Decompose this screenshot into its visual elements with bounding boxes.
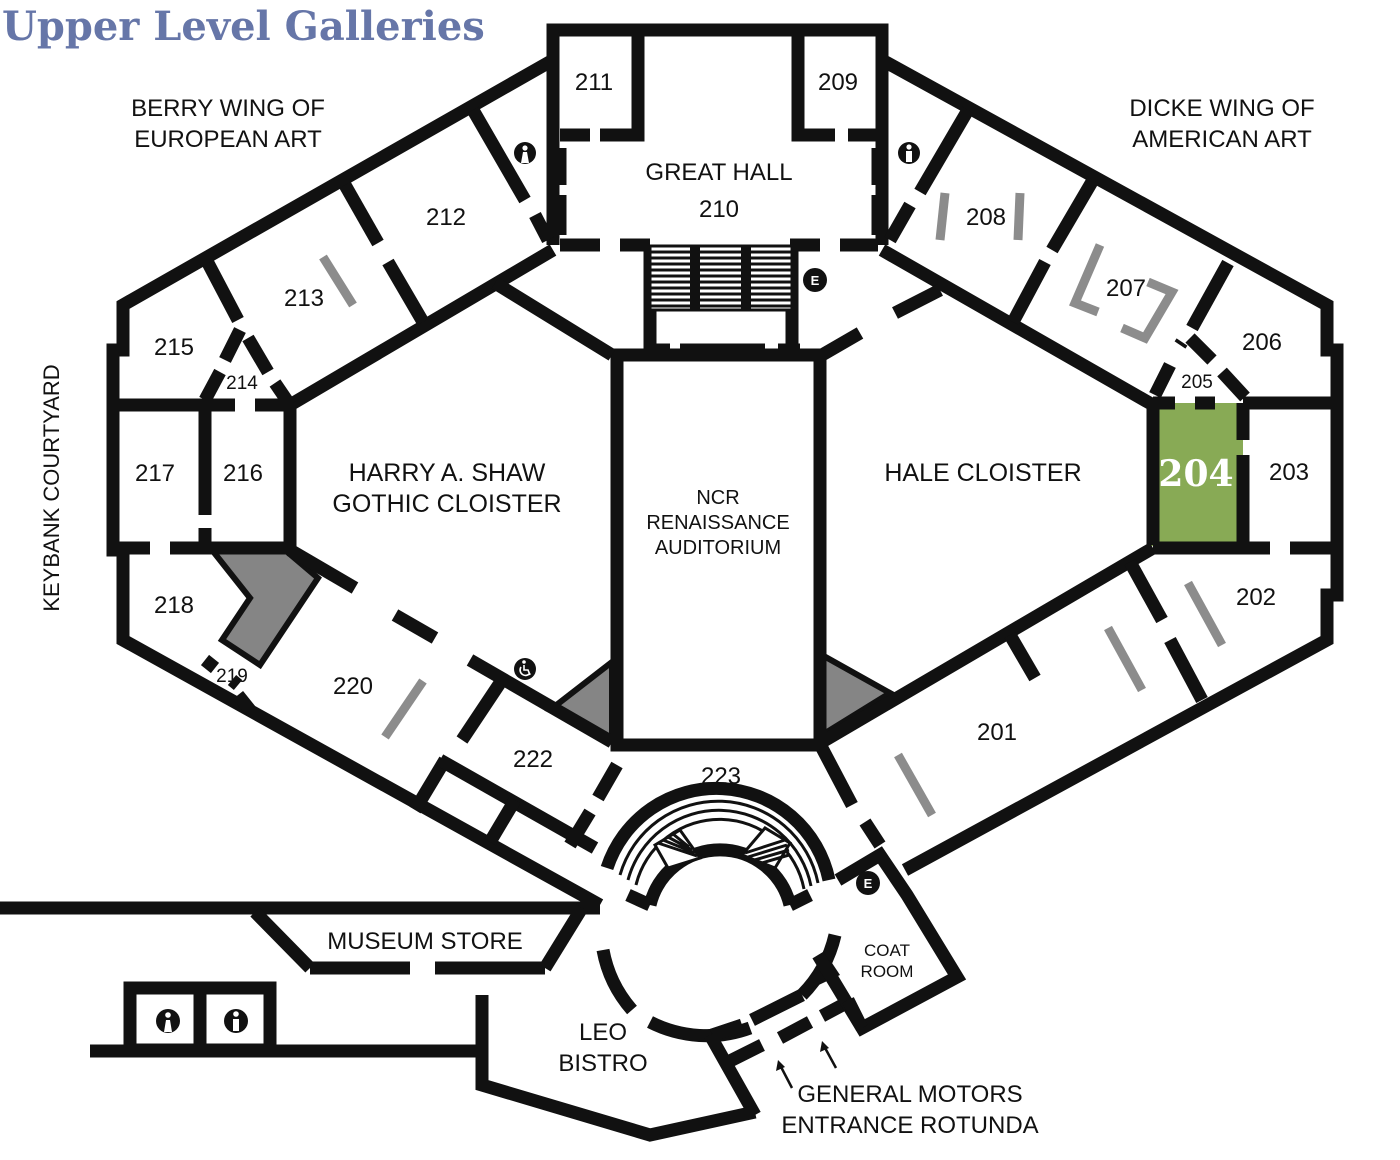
gallery-213[interactable]: 213 [284, 285, 324, 312]
berry-wing-label-line1: BERRY WING OF [131, 95, 325, 122]
auditorium-label-line2: RENAISSANCE [646, 512, 789, 534]
museum-store-label[interactable]: MUSEUM STORE [327, 928, 523, 955]
gallery-202[interactable]: 202 [1236, 584, 1276, 611]
rotunda [596, 781, 967, 1119]
gallery-220[interactable]: 220 [333, 673, 373, 700]
courtyard-label: KEYBANK COURTYARD [39, 364, 64, 611]
map-title: Upper Level Galleries [2, 3, 485, 50]
elevator-label: E [864, 876, 873, 891]
gallery-211[interactable]: 211 [575, 69, 613, 96]
gallery-205[interactable]: 205 [1181, 372, 1213, 393]
gallery-212[interactable]: 212 [426, 204, 466, 231]
gallery-208[interactable]: 208 [966, 204, 1006, 231]
gallery-206[interactable]: 206 [1242, 329, 1282, 356]
gallery-207[interactable]: 207 [1106, 275, 1146, 302]
gallery-204[interactable]: 204 [1158, 453, 1233, 495]
great-hall-stairs [648, 244, 794, 312]
dicke-wing-label-line2: AMERICAN ART [1132, 126, 1312, 153]
auditorium-label-line1: NCR [696, 487, 739, 509]
arrow-up-icon [776, 1060, 794, 1089]
elevator-icon: E [803, 268, 827, 292]
gallery-214[interactable]: 214 [226, 373, 258, 394]
restroom-men-icon [224, 1009, 248, 1033]
labels: BERRY WING OF EUROPEAN ART DICKE WING OF… [39, 69, 1315, 1139]
hale-cloister-label: HALE CLOISTER [884, 459, 1081, 487]
wheelchair-icon [514, 658, 536, 680]
entrance-label-line2: ENTRANCE ROTUNDA [781, 1112, 1038, 1139]
great-hall-label: GREAT HALL [645, 159, 792, 186]
gallery-204-highlight[interactable] [1151, 403, 1243, 546]
arrow-up-icon [820, 1041, 838, 1069]
elevator-icon: E [856, 871, 880, 895]
shaw-cloister-label-line2: GOTHIC CLOISTER [332, 490, 561, 518]
lower-level-walls [0, 901, 757, 1142]
restroom-men-icon [898, 142, 920, 164]
gallery-223[interactable]: 223 [701, 763, 741, 790]
gallery-219[interactable]: 219 [216, 666, 248, 687]
coat-room-label-line2[interactable]: ROOM [861, 962, 914, 981]
great-hall-number: 210 [699, 196, 739, 223]
rotunda-stairs [652, 826, 793, 870]
bistro-label-line1[interactable]: LEO [579, 1019, 627, 1046]
gallery-203[interactable]: 203 [1269, 459, 1309, 486]
dicke-wing-label-line1: DICKE WING OF [1129, 95, 1314, 122]
gallery-201[interactable]: 201 [977, 719, 1017, 746]
gallery-218[interactable]: 218 [154, 592, 194, 619]
berry-wing-label-line2: EUROPEAN ART [134, 126, 322, 153]
display-cases [319, 192, 1226, 818]
gallery-217[interactable]: 217 [135, 460, 175, 487]
auditorium-label-line3: AUDITORIUM [655, 537, 781, 559]
restroom-women-icon [156, 1009, 180, 1033]
gallery-215[interactable]: 215 [154, 334, 194, 361]
gallery-216[interactable]: 216 [223, 460, 263, 487]
shaw-cloister-label-line1: HARRY A. SHAW [349, 459, 546, 487]
elevator-label: E [811, 273, 820, 288]
entrance-label-line1: GENERAL MOTORS [797, 1081, 1022, 1108]
coat-room-label-line1[interactable]: COAT [864, 941, 910, 960]
bistro-label-line2[interactable]: BISTRO [558, 1050, 647, 1077]
gallery-209[interactable]: 209 [818, 69, 858, 96]
restroom-women-icon [514, 142, 536, 164]
gallery-222[interactable]: 222 [513, 746, 553, 773]
